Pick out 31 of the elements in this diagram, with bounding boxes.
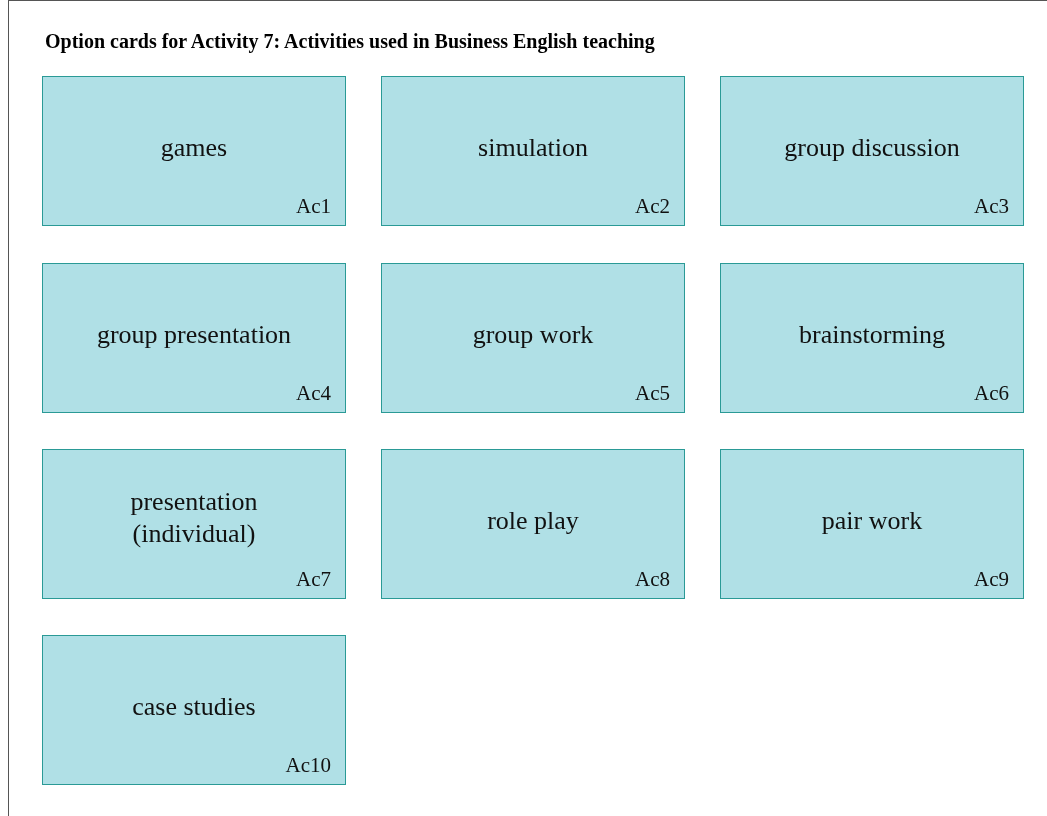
option-card (381, 449, 685, 599)
card-text: simulation (477, 131, 589, 164)
card-text: games (159, 131, 229, 164)
card-code: Ac1 (296, 194, 331, 219)
card-code: Ac2 (635, 194, 670, 219)
option-card (720, 449, 1024, 599)
option-card (42, 449, 346, 599)
option-card (381, 263, 685, 413)
card-code: Ac9 (974, 567, 1009, 592)
option-card (720, 263, 1024, 413)
title: Option cards for Activity 7: Activities used in Business English teaching (45, 30, 655, 53)
card-code: Ac4 (296, 381, 331, 406)
card-text: case studies (131, 690, 257, 723)
card-text: group discussion (783, 131, 961, 164)
card-text: brainstorming (798, 318, 946, 351)
option-card (42, 263, 346, 413)
option-card (42, 76, 346, 226)
card-text: group presentation (95, 318, 293, 351)
option-card (720, 76, 1024, 226)
card-text: group work (471, 318, 595, 351)
card-code: Ac7 (296, 567, 331, 592)
card-code: Ac6 (974, 381, 1009, 406)
card-text: pair work (820, 504, 924, 537)
card-text: presentation (individual) (129, 485, 259, 550)
card-text: role play (486, 504, 580, 537)
option-card (381, 76, 685, 226)
option-card (42, 635, 346, 785)
card-code: Ac5 (635, 381, 670, 406)
card-code: Ac8 (635, 567, 670, 592)
card-code: Ac10 (285, 753, 331, 778)
card-code: Ac3 (974, 194, 1009, 219)
